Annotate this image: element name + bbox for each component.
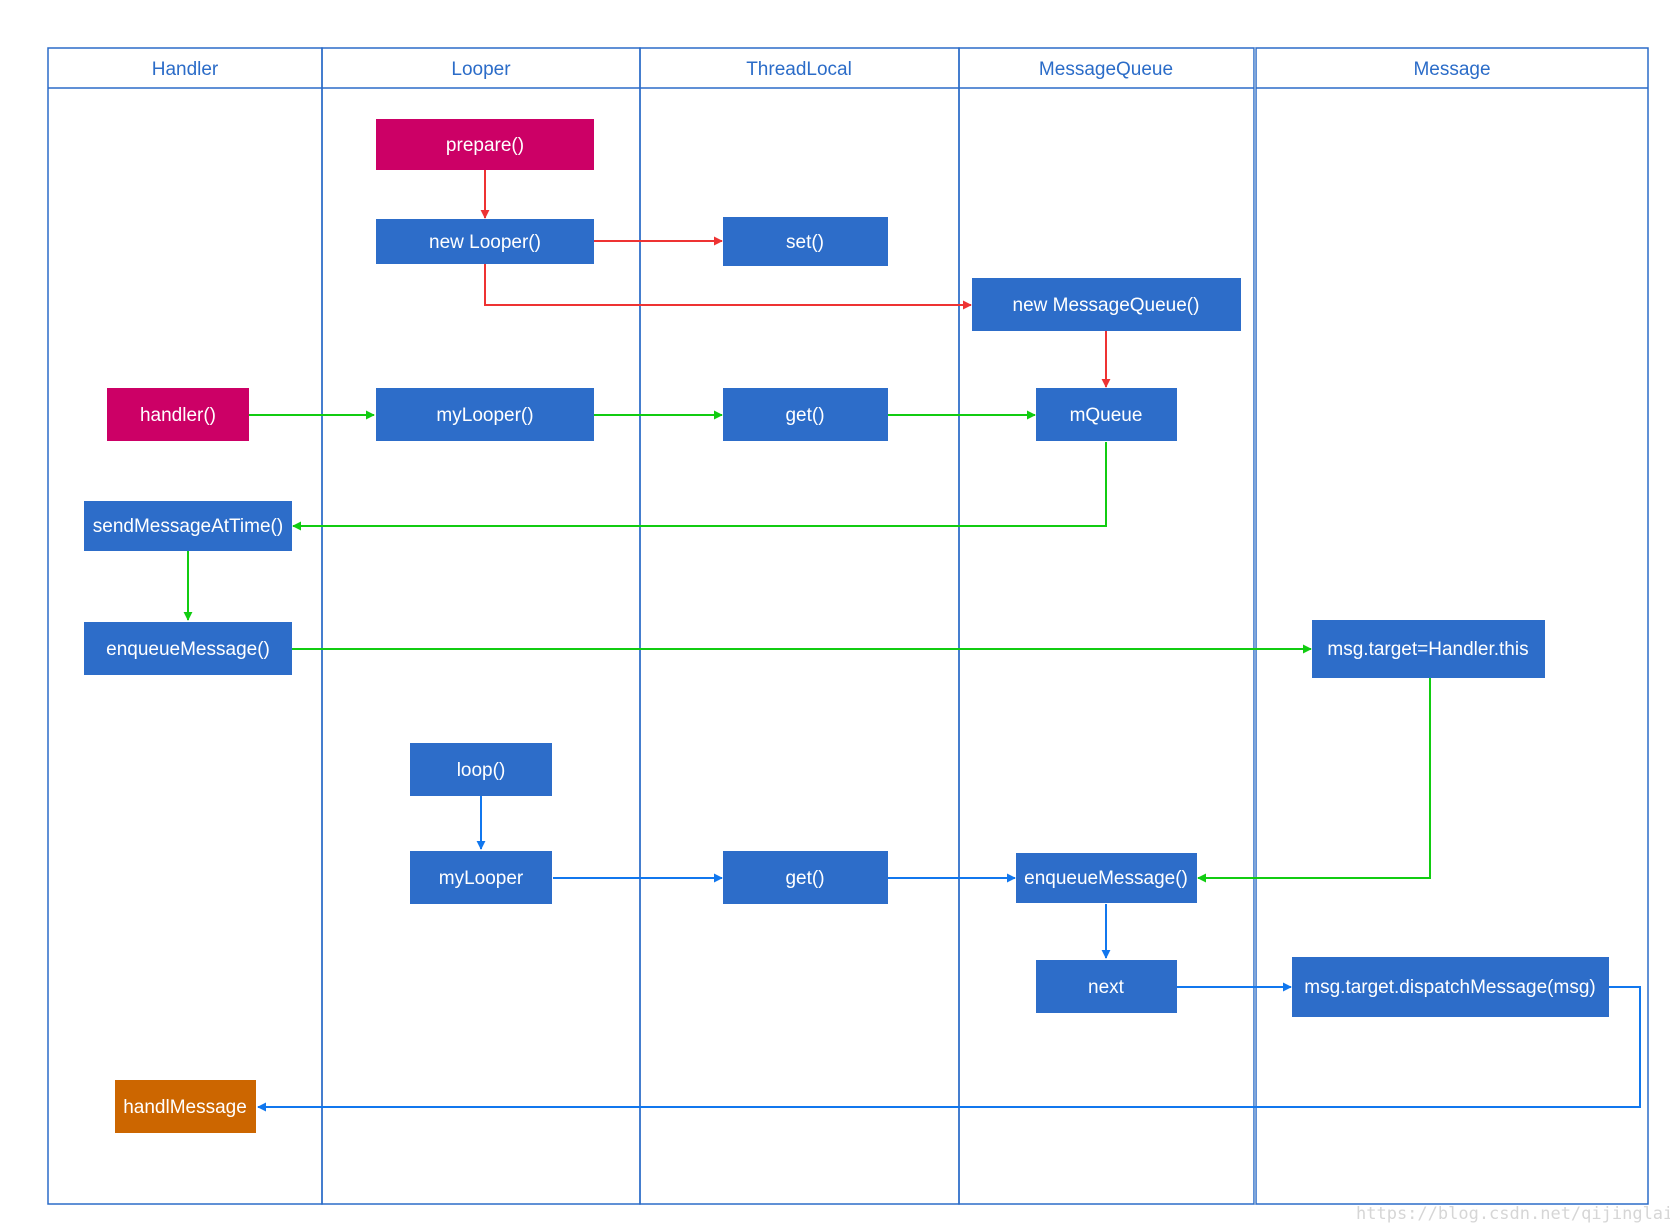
node-prepare: prepare() — [376, 119, 594, 170]
swimlanes — [47, 47, 1649, 1205]
lane-title-looper: Looper — [451, 59, 511, 80]
node-my-looper-2: myLooper — [410, 851, 552, 904]
watermark: https://blog.csdn.net/qijinglai — [1356, 1204, 1670, 1224]
node-m-queue-box — [1036, 388, 1177, 441]
node-my-looper-2-box — [410, 851, 552, 904]
node-get-2: get() — [723, 851, 888, 904]
node-enqueue-message-queue: enqueueMessage() — [1016, 853, 1197, 903]
node-enqueue-message-handler: enqueueMessage() — [84, 622, 292, 675]
lane-title-message: Message — [1413, 59, 1490, 80]
node-get-2-box — [723, 851, 888, 904]
node-my-looper-1-box — [376, 388, 594, 441]
lane-message-frame — [1255, 47, 1649, 1205]
lane-title-handler: Handler — [152, 59, 219, 80]
node-handler-label: handler() — [140, 405, 216, 426]
node-handl-message-box — [115, 1080, 256, 1133]
node-dispatch-message-box — [1292, 957, 1609, 1017]
node-enqueue-message-handler-box — [84, 622, 292, 675]
node-my-looper-2-label: myLooper — [439, 868, 524, 889]
node-handler: handler() — [107, 388, 249, 441]
node-get-1-label: get() — [785, 405, 824, 426]
node-loop-label: loop() — [457, 760, 506, 781]
node-m-queue-label: mQueue — [1070, 405, 1143, 426]
node-new-message-queue: new MessageQueue() — [972, 278, 1241, 331]
node-msg-target: msg.target=Handler.this — [1312, 620, 1545, 678]
node-send-message-at-time-box — [84, 501, 292, 551]
node-prepare-label: prepare() — [446, 135, 524, 156]
node-my-looper-1-label: myLooper() — [436, 405, 533, 426]
node-set-box — [723, 217, 888, 266]
node-send-message-at-time: sendMessageAtTime() — [84, 501, 292, 551]
node-msg-target-label: msg.target=Handler.this — [1327, 639, 1528, 660]
node-new-looper-label: new Looper() — [429, 232, 541, 253]
edge-dispatch-message-to-handl-message — [257, 986, 1641, 1112]
node-m-queue: mQueue — [1036, 388, 1177, 441]
node-next: next — [1036, 960, 1177, 1013]
node-send-message-at-time-label: sendMessageAtTime() — [93, 516, 283, 537]
node-loop: loop() — [410, 743, 552, 796]
node-loop-box — [410, 743, 552, 796]
node-dispatch-message: msg.target.dispatchMessage(msg) — [1292, 957, 1609, 1017]
lane-title-threadlocal: ThreadLocal — [746, 59, 852, 80]
edges — [183, 170, 1641, 1112]
node-new-looper: new Looper() — [376, 219, 594, 264]
node-get-2-label: get() — [785, 868, 824, 889]
node-new-message-queue-label: new MessageQueue() — [1013, 295, 1200, 316]
node-get-1-box — [723, 388, 888, 441]
lane-titles: Handler Looper ThreadLocal MessageQueue … — [152, 59, 1491, 80]
node-enqueue-message-handler-label: enqueueMessage() — [106, 639, 270, 660]
edge-new-looper-to-new-message-queue — [484, 264, 972, 310]
node-enqueue-message-queue-box — [1016, 853, 1197, 903]
node-enqueue-message-queue-label: enqueueMessage() — [1024, 868, 1188, 889]
node-get-1: get() — [723, 388, 888, 441]
node-new-looper-box — [376, 219, 594, 264]
node-prepare-box — [376, 119, 594, 170]
node-new-message-queue-box — [972, 278, 1241, 331]
node-set-label: set() — [786, 232, 824, 253]
node-handler-box — [107, 388, 249, 441]
node-handl-message: handlMessage — [115, 1080, 256, 1133]
node-next-label: next — [1088, 977, 1125, 998]
node-dispatch-message-label: msg.target.dispatchMessage(msg) — [1304, 977, 1595, 998]
node-set: set() — [723, 217, 888, 266]
node-handl-message-label: handlMessage — [123, 1097, 247, 1118]
node-msg-target-box — [1312, 620, 1545, 678]
lane-title-messagequeue: MessageQueue — [1039, 59, 1173, 80]
edge-mqueue-to-send-message-at-time — [292, 442, 1107, 531]
edge-msg-target-to-queue-enqueue — [1197, 678, 1431, 883]
lane-messagequeue-frame — [958, 47, 1255, 1205]
node-my-looper-1: myLooper() — [376, 388, 594, 441]
node-next-box — [1036, 960, 1177, 1013]
nodes: prepare() new Looper() set() new Message… — [84, 119, 1609, 1133]
